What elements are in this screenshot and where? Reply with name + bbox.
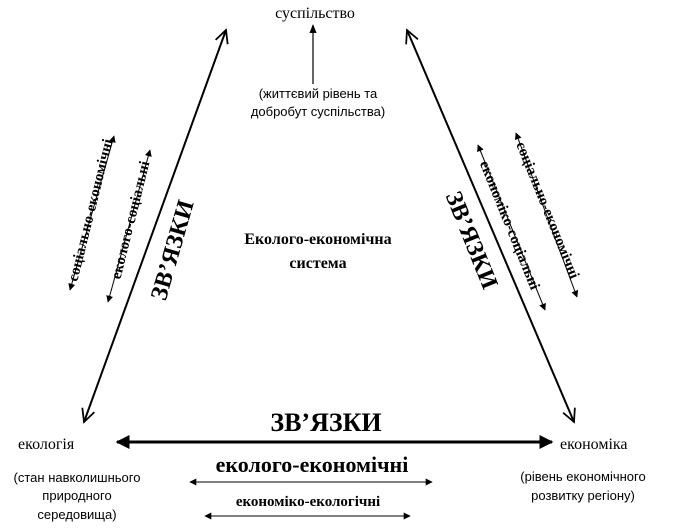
node-ecology: екологія — [18, 436, 75, 453]
left-main-arrow — [84, 30, 226, 422]
ecology-note-line3: середовища) — [37, 507, 116, 522]
society-note-line1: (життєвий рівень та — [259, 86, 378, 101]
ecology-note-line1: (стан навколишнього — [14, 470, 141, 485]
left-outer-label: соціально-економічні — [66, 137, 117, 283]
ecology-note-line2: природного — [42, 488, 111, 503]
node-economy: економіка — [560, 436, 628, 453]
bottom-links-title: ЗВ’ЯЗКИ — [270, 408, 381, 437]
economy-note-line1: (рівень економічного — [520, 469, 645, 484]
bottom-first-label: еколого-економічні — [216, 452, 409, 477]
center-title-line1: Еколого-економічна — [244, 231, 391, 248]
bottom-second-label: економіко-екологічні — [236, 494, 380, 510]
center-title-line2: система — [289, 255, 346, 272]
left-links-title: ЗВ’ЯЗКИ — [146, 197, 199, 303]
economy-note-line2: розвитку регіону) — [531, 488, 635, 503]
society-note-line2: добробут суспільства) — [251, 104, 385, 119]
left-inner-small-arrow — [106, 149, 152, 303]
right-inner-small-arrow — [477, 144, 546, 311]
node-society: суспільство — [275, 5, 355, 22]
left-inner-label: еколого-соціальні — [109, 160, 154, 281]
